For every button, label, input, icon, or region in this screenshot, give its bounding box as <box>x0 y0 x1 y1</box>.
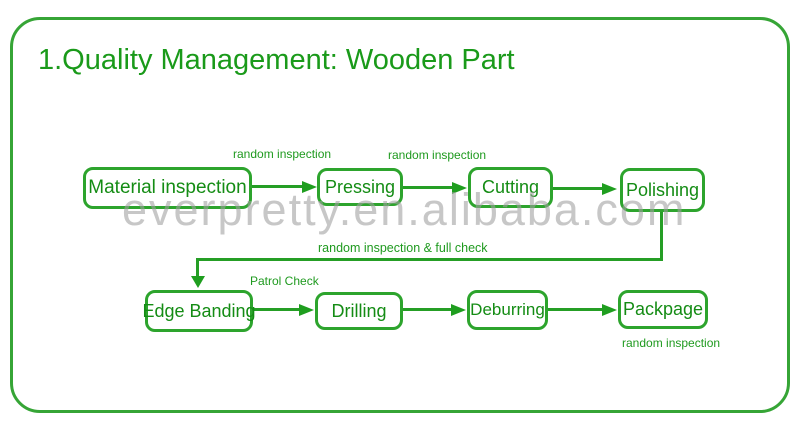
connector-polishing-down <box>660 212 663 261</box>
node-polishing: Polishing <box>620 168 705 212</box>
arrow-line-material-to-pressing <box>252 185 304 188</box>
arrow-line-cutting-to-polishing <box>553 187 603 190</box>
node-pressing: Pressing <box>317 168 403 206</box>
arrow-line-edge-banding-to-drilling <box>253 308 301 311</box>
label-random-inspection-2: random inspection <box>388 148 487 162</box>
label-random-inspection-1: random inspection <box>233 147 332 161</box>
node-material-inspection: Material inspection <box>83 167 252 209</box>
arrowhead-deburring-to-packpage-icon <box>602 303 617 316</box>
node-deburring: Deburring <box>467 290 548 330</box>
node-packpage: Packpage <box>618 290 708 329</box>
slide-border <box>10 17 790 413</box>
arrowhead-into-edge-banding-icon <box>190 276 205 288</box>
label-random-inspection-full-check: random inspection & full check <box>318 241 488 255</box>
arrow-line-drilling-to-deburring <box>403 308 453 311</box>
arrowhead-material-to-pressing-icon <box>302 180 317 193</box>
arrowhead-drilling-to-deburring-icon <box>451 303 466 316</box>
arrowhead-pressing-to-cutting-icon <box>452 181 467 194</box>
node-cutting: Cutting <box>468 167 553 208</box>
node-edge-banding: Edge Banding <box>142 290 256 332</box>
arrow-line-pressing-to-cutting <box>403 186 454 189</box>
arrowhead-cutting-to-polishing-icon <box>602 182 617 195</box>
arrowhead-edge-banding-to-drilling-icon <box>299 303 314 316</box>
node-drilling: Drilling <box>315 292 403 330</box>
label-random-inspection-packpage: random inspection <box>622 336 721 350</box>
page-title: 1.Quality Management: Wooden Part <box>38 44 515 76</box>
arrow-line-deburring-to-packpage <box>548 308 604 311</box>
connector-into-edge-banding <box>196 258 199 278</box>
connector-polishing-across <box>196 258 663 261</box>
label-patrol-check: Patrol Check <box>250 274 319 288</box>
